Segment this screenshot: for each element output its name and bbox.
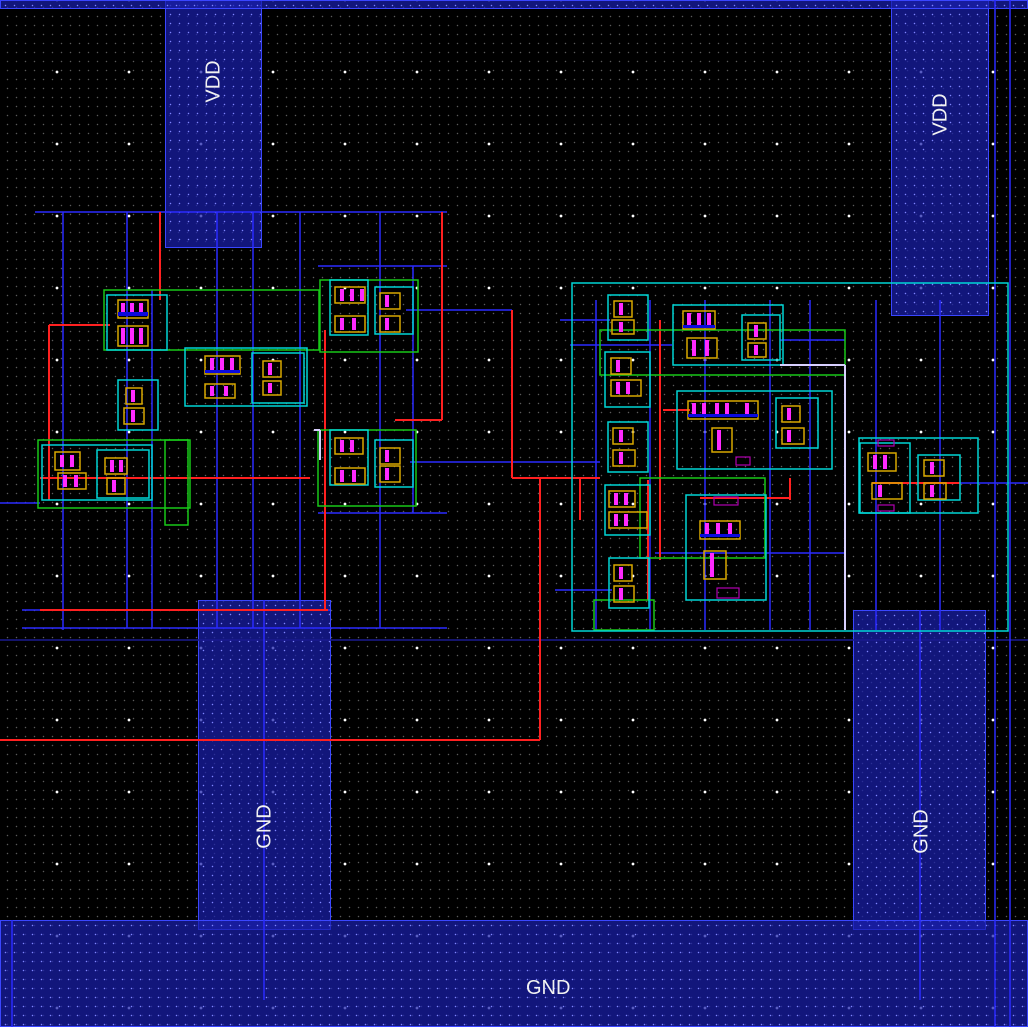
gnd-label-left: GND xyxy=(253,804,276,849)
device-layer xyxy=(54,286,947,603)
gnd-label-right: GND xyxy=(910,809,933,854)
vdd-rail-left[interactable] xyxy=(165,0,262,248)
nwell-outlines xyxy=(37,279,846,631)
gnd-label-bottom: GND xyxy=(526,977,571,999)
vdd-label-right: VDD xyxy=(929,93,952,136)
metal2-wires xyxy=(0,212,960,741)
vdd-label-left: VDD xyxy=(202,60,225,103)
cell-outlines xyxy=(41,279,1009,632)
gnd-rail-bottom[interactable] xyxy=(0,920,1028,1027)
vdd-rail-right[interactable] xyxy=(891,0,989,316)
white-wires xyxy=(314,364,846,630)
